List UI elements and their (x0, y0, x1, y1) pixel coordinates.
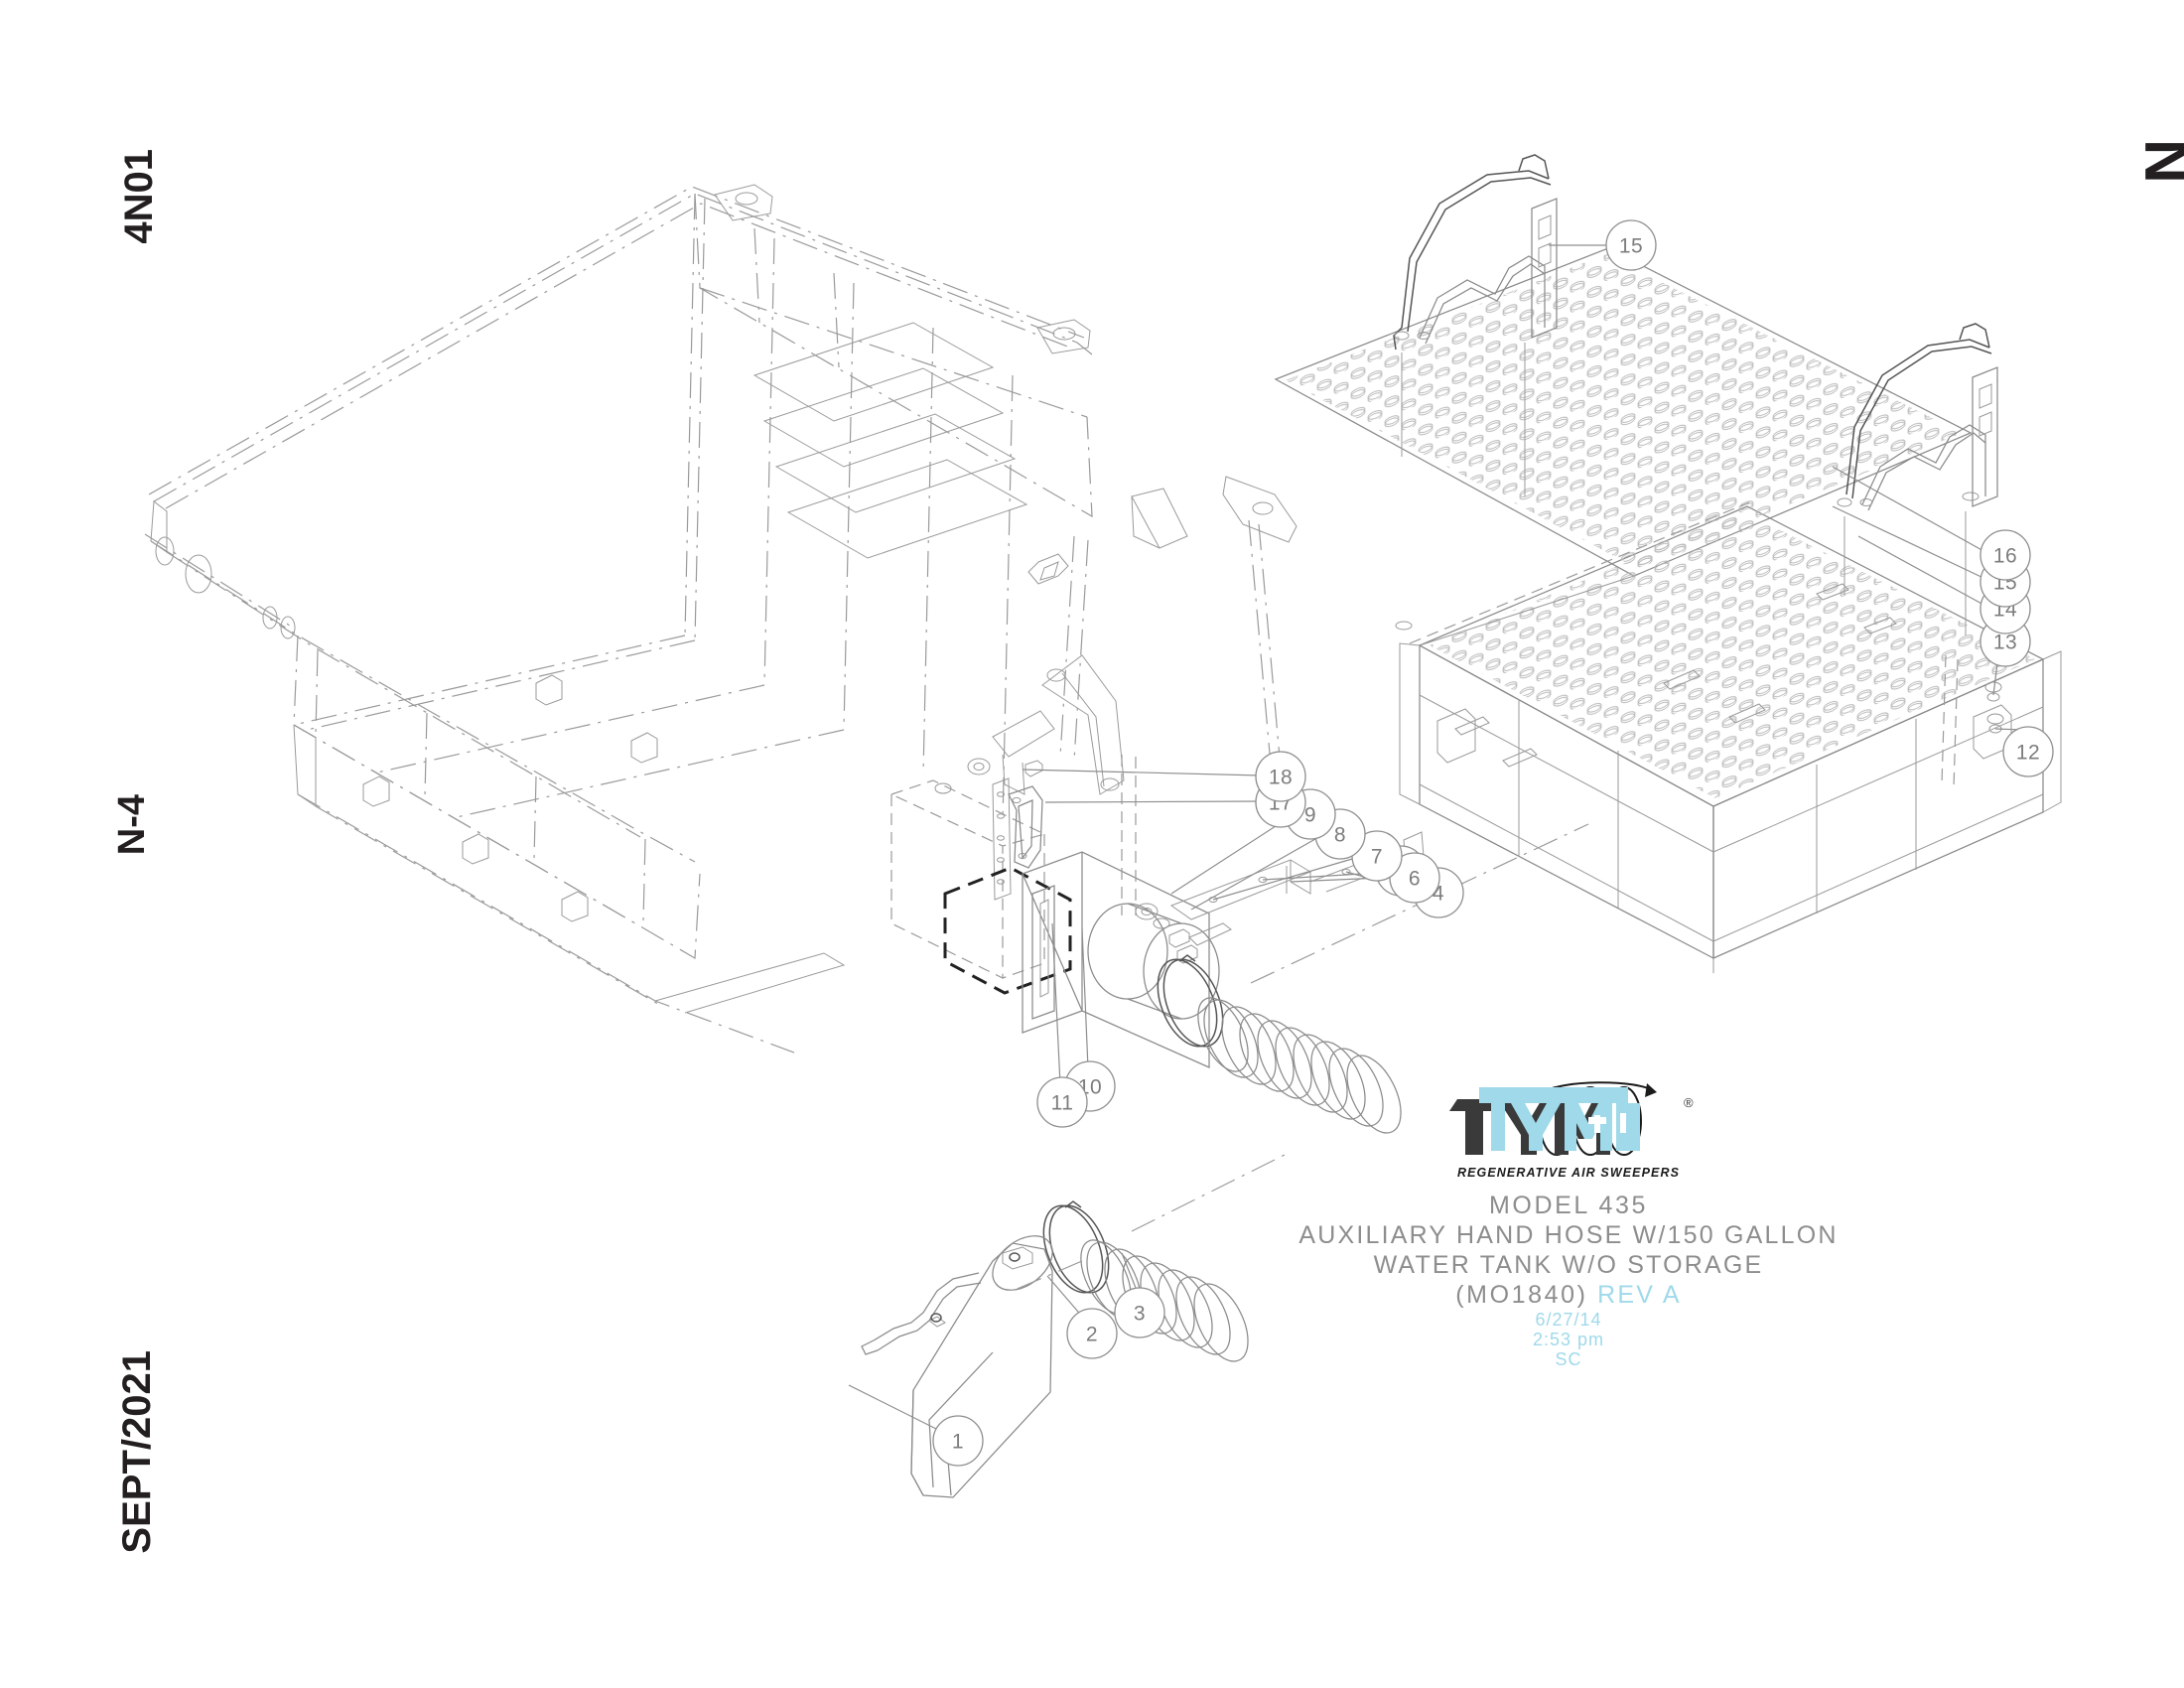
callout-balloon-11[interactable]: 11 (1036, 1076, 1088, 1128)
balloon-circle (1036, 1076, 1088, 1128)
revision-badge: REV A (1597, 1281, 1682, 1309)
balloon-label: 8 (1334, 824, 1346, 847)
balloon-label: 15 (1619, 235, 1643, 258)
flex-hose-upper (1157, 954, 1402, 1134)
svg-text:®: ® (1684, 1095, 1694, 1110)
callout-balloon-1[interactable]: 1 (932, 1415, 984, 1467)
svg-text:REGENERATIVE AIR SWEEPERS: REGENERATIVE AIR SWEEPERS (1457, 1166, 1680, 1180)
tymco-logo: ® REGENERATIVE AIR SWEEPERS (1439, 1077, 1698, 1185)
sheet-date-label: SEPT/2021 (115, 1350, 159, 1554)
balloon-label: 12 (2016, 742, 2040, 765)
balloon-circle (932, 1415, 984, 1467)
balloon-label: 18 (1269, 767, 1293, 789)
stamp-time: 2:53 pm (1532, 1330, 1605, 1349)
callout-balloon-16[interactable]: 16 (1979, 529, 2031, 581)
balloon-label: 3 (1134, 1303, 1146, 1326)
description-line-2: WATER TANK W/O STORAGE (1373, 1251, 1764, 1279)
callout-balloon-2[interactable]: 2 (1066, 1308, 1118, 1359)
hopper-assembly (144, 184, 1297, 1054)
section-label: N-4 (111, 794, 153, 856)
callout-balloon-12[interactable]: 12 (2002, 726, 2054, 777)
orientation-mark-label: N (2132, 139, 2184, 184)
balloon-circle (1605, 219, 1657, 271)
callout-balloon-3[interactable]: 3 (1114, 1287, 1165, 1338)
callout-balloon-18[interactable]: 18 (1255, 751, 1306, 802)
balloon-circle (1979, 529, 2031, 581)
balloon-circle (1255, 751, 1306, 802)
balloon-label: 1 (952, 1431, 964, 1454)
balloon-label: 4 (1433, 883, 1444, 906)
sheet-code-label: 4N01 (117, 149, 161, 244)
hose-bracket-assembly-right (1837, 323, 2004, 789)
balloon-circle (1114, 1287, 1165, 1338)
drawing-number: (MO1840) (1455, 1281, 1588, 1309)
callout-balloon-15b[interactable]: 15 (1605, 219, 1657, 271)
balloon-label: 9 (1304, 804, 1316, 827)
balloon-label: 11 (1051, 1092, 1074, 1115)
balloon-label: 16 (1993, 545, 2017, 568)
drawing-number-line: (MO1840) REV A (1291, 1280, 1846, 1310)
title-block: ® REGENERATIVE AIR SWEEPERS MODEL 435 AU… (1291, 1077, 1846, 1369)
callout-balloons[interactable]: 12345678910111213141516171815 (932, 219, 2054, 1467)
balloon-circle (1066, 1308, 1118, 1359)
balloon-label: 6 (1409, 868, 1421, 891)
hose-bracket-assembly-left (1393, 154, 1558, 496)
description-line-1: AUXILIARY HAND HOSE W/150 GALLON (1298, 1221, 1839, 1249)
stamp-initials: SC (1555, 1349, 1582, 1369)
flex-hose-lower (1042, 1200, 1249, 1362)
balloon-label: 13 (1993, 632, 2017, 654)
model-line: MODEL 435 (1488, 1192, 1649, 1219)
balloon-circle (2002, 726, 2054, 777)
stamp-date: 6/27/14 (1535, 1310, 1602, 1330)
hand-hose-nozzle (861, 1235, 1053, 1498)
balloon-label: 7 (1371, 846, 1383, 869)
balloon-label: 2 (1086, 1324, 1098, 1346)
